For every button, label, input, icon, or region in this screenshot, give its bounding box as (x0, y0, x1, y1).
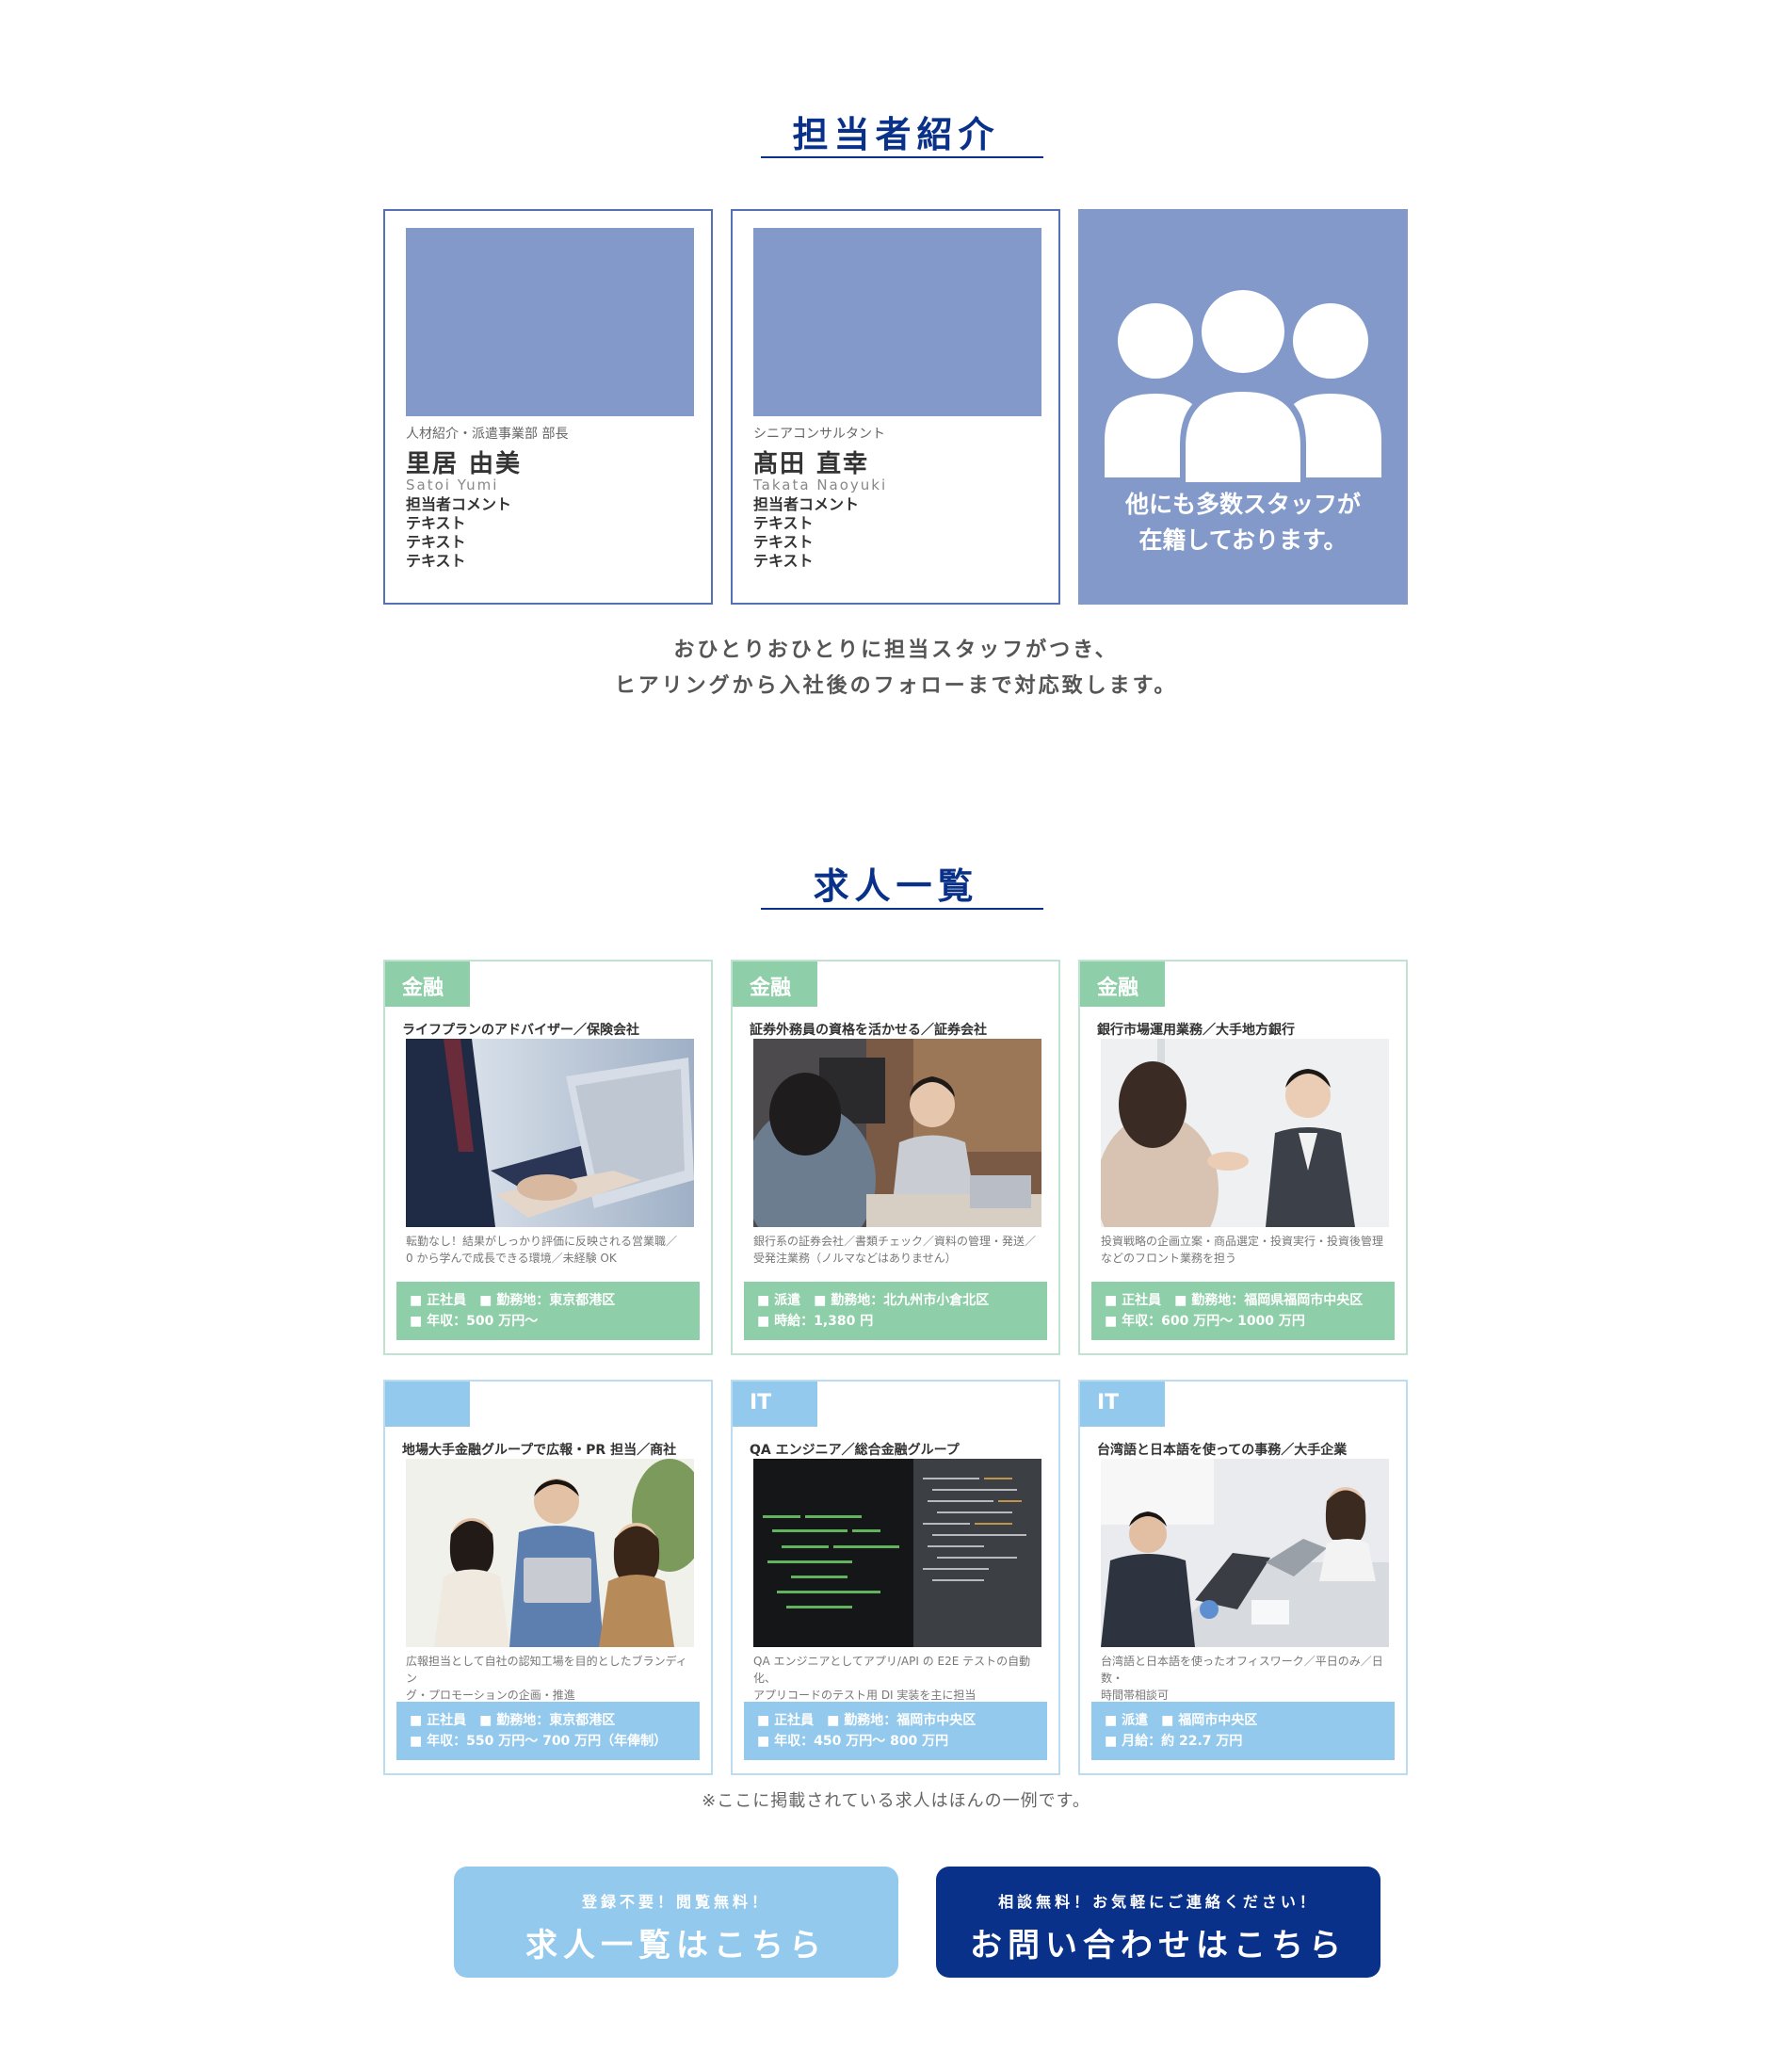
job-category-tag (385, 1382, 470, 1427)
job-title: QA エンジニア／総合金融グループ (750, 1443, 960, 1458)
job-conditions: ■ 正社員 ■ 勤務地：東京都港区 ■ 年収：500 万円〜 (396, 1282, 700, 1340)
staff-role: 人材紹介・派遣事業部 部長 (406, 427, 569, 442)
jobs-title-underline (761, 908, 1043, 910)
staff-comment-line: テキスト (753, 533, 814, 551)
staff-name: 髙田 直幸 (753, 450, 870, 478)
staff-photo-placeholder (406, 228, 694, 416)
job-photo-office-work (1101, 1459, 1389, 1647)
job-card[interactable]: 金融 銀行市場運用業務／大手地方銀行 投資戦略の企画立案・商品選定・投資実行・投… (1078, 960, 1408, 1355)
more-staff-text: 他にも多数スタッフが 在籍しております。 (1124, 491, 1361, 554)
more-staff-card: 他にも多数スタッフが 在籍しております。 (1078, 209, 1408, 605)
job-conditions: ■ 正社員 ■ 勤務地：東京都港区 ■ 年収：550 万円〜 700 万円（年俸… (396, 1702, 700, 1760)
contact-button-sub: 相談無料！お気軽にご連絡ください！ (998, 1893, 1318, 1911)
jobs-note: ※ここに掲載されている求人はほんの一例です。 (702, 1791, 1090, 1811)
staff-card-satoi: 人材紹介・派遣事業部 部長 里居 由美 Satoi Yumi 担当者コメント テ… (383, 209, 713, 605)
job-category-tag: 金融 (385, 962, 470, 1007)
jobs-section-title: 求人一覧 (813, 865, 979, 907)
staff-name-roman: Satoi Yumi (406, 477, 499, 493)
job-photo-code-screen (753, 1459, 1041, 1647)
staff-name-roman: Takata Naoyuki (753, 477, 888, 493)
job-card[interactable]: 金融 ライフプランのアドバイザー／保険会社 転勤なし！結果がしっかり評価に反映さ… (383, 960, 713, 1355)
staff-comment-line: テキスト (753, 514, 814, 532)
job-description: 台湾語と日本語を使ったオフィスワーク／平日のみ／日数・ 時間帯相談可 (1101, 1655, 1383, 1702)
job-description: 投資戦略の企画立案・商品選定・投資実行・投資後管理 などのフロント業務を担う (1101, 1235, 1384, 1265)
staff-comment-line: テキスト (406, 552, 466, 570)
job-title: 地場大手金融グループで広報・PR 担当／商社 (402, 1443, 677, 1458)
contact-button[interactable]: 相談無料！お気軽にご連絡ください！ お問い合わせはこちら (936, 1867, 1380, 1978)
staff-title-underline (761, 156, 1043, 158)
job-category-tag: 金融 (733, 962, 817, 1007)
job-photo-meeting (1101, 1039, 1389, 1227)
staff-role: シニアコンサルタント (753, 427, 885, 442)
job-card[interactable]: IT QA エンジニア／総合金融グループ (731, 1380, 1060, 1775)
contact-button-label: お問い合わせはこちら (970, 1927, 1347, 1964)
staff-comment: 担当者コメント テキスト テキスト テキスト (406, 495, 511, 571)
job-card[interactable]: 金融 証券外務員の資格を活かせる／証券会社 銀行系の証券会社／書類チェック／資料… (731, 960, 1060, 1355)
job-photo-team (406, 1459, 694, 1647)
staff-comment-line: テキスト (406, 533, 466, 551)
job-title: 証券外務員の資格を活かせる／証券会社 (750, 1023, 987, 1038)
staff-message: おひとりおひとりに担当スタッフがつき、 ヒアリングから入社後のフォローまで対応致… (614, 638, 1178, 698)
job-list-button[interactable]: 登録不要！閲覧無料！ 求人一覧はこちら (454, 1867, 898, 1978)
job-photo-laptop-typing (406, 1039, 694, 1227)
job-photo-consultation (753, 1039, 1041, 1227)
staff-section-title: 担当者紹介 (792, 114, 1000, 155)
staff-comment: 担当者コメント テキスト テキスト テキスト (753, 495, 859, 571)
job-conditions: ■ 正社員 ■ 勤務地：福岡市中央区 ■ 年収：450 万円〜 800 万円 (744, 1702, 1047, 1760)
job-description: QA エンジニアとしてアプリ/API の E2E テストの自動化、 アプリコード… (753, 1655, 1031, 1702)
job-category-tag: 金融 (1080, 962, 1165, 1007)
job-card[interactable]: IT 台湾語と日本語を使っての事務／大手企業 台湾語と日本語を使ったオフィスワー… (1078, 1380, 1408, 1775)
job-description: 広報担当として自社の認知工場を目的としたブランディン グ・プロモーションの企画・… (406, 1655, 687, 1702)
job-title: 銀行市場運用業務／大手地方銀行 (1097, 1023, 1295, 1038)
job-description: 銀行系の証券会社／書類チェック／資料の管理・発送／ 受発注業務（ノルマなどはあり… (753, 1235, 1037, 1265)
group-people-icon (1105, 284, 1381, 482)
staff-comment-heading: 担当者コメント (753, 495, 860, 513)
staff-photo-placeholder (753, 228, 1041, 416)
staff-comment-line: テキスト (753, 552, 814, 570)
job-title: ライフプランのアドバイザー／保険会社 (402, 1023, 639, 1038)
job-title: 台湾語と日本語を使っての事務／大手企業 (1097, 1443, 1348, 1458)
job-conditions: ■ 派遣 ■ 福岡市中央区 ■ 月給：約 22.7 万円 (1091, 1702, 1395, 1760)
job-description: 転勤なし！結果がしっかり評価に反映される営業職／ 0 から学んで成長できる環境／… (406, 1235, 678, 1265)
staff-name: 里居 由美 (406, 450, 523, 478)
job-list-button-label: 求人一覧はこちら (525, 1927, 827, 1964)
job-conditions: ■ 派遣 ■ 勤務地：北九州市小倉北区 ■ 時給：1,380 円 (744, 1282, 1047, 1340)
job-conditions: ■ 正社員 ■ 勤務地：福岡県福岡市中央区 ■ 年収：600 万円〜 1000 … (1091, 1282, 1395, 1340)
staff-comment-heading: 担当者コメント (406, 495, 512, 513)
job-category-tag: IT (1080, 1382, 1165, 1427)
staff-comment-line: テキスト (406, 514, 466, 532)
job-card[interactable]: 地場大手金融グループで広報・PR 担当／商社 広報担当として自社の認知工場を目的… (383, 1380, 713, 1775)
staff-card-takata: シニアコンサルタント 髙田 直幸 Takata Naoyuki 担当者コメント … (731, 209, 1060, 605)
job-list-button-sub: 登録不要！閲覧無料！ (581, 1893, 770, 1911)
job-category-tag: IT (733, 1382, 817, 1427)
